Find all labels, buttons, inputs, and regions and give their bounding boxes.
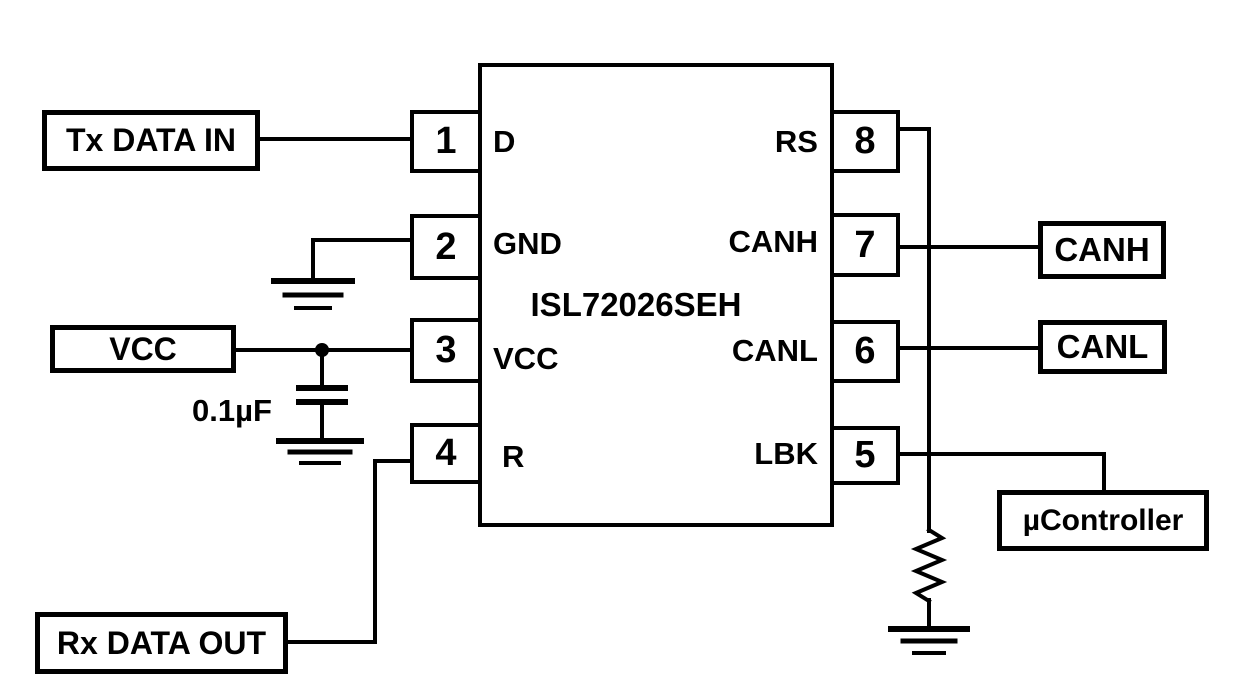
ic-pin-label-r: R — [502, 439, 525, 474]
canh-bus-box: CANH — [1038, 221, 1166, 279]
ic-pin-label-rs: RS — [774, 124, 818, 159]
wire-rxdata-to-pin4 — [286, 459, 416, 644]
ic-pin-label-canl: CANL — [731, 333, 818, 368]
ic-pin-label-gnd: GND — [493, 226, 562, 261]
resistor-symbol — [910, 527, 948, 632]
canl-bus-box: CANL — [1038, 320, 1167, 374]
ground-symbol-pin2 — [271, 278, 355, 310]
pin-box-7: 7 — [830, 213, 900, 277]
pin-box-2: 2 — [410, 214, 482, 280]
capacitor-value-label: 0.1µF — [192, 393, 272, 428]
ic-pin-label-canh: CANH — [728, 224, 818, 259]
ucontroller-box: µController — [997, 490, 1209, 551]
wire-pin2-to-ground — [311, 238, 416, 281]
ic-pin-label-d: D — [493, 124, 516, 159]
ic-part-number: ISL72026SEH — [530, 286, 742, 323]
ic-pin-label-lbk: LBK — [754, 436, 818, 471]
ground-symbol-capacitor — [276, 438, 364, 465]
capacitor-symbol — [296, 350, 348, 442]
ic-pin-label-vcc: VCC — [493, 341, 559, 376]
wire-pin8-to-resistor — [896, 127, 931, 533]
wire-pin5-to-ucontroller — [896, 452, 1106, 494]
ic-body — [478, 63, 834, 527]
pin-box-8: 8 — [830, 110, 900, 173]
pin-box-3: 3 — [410, 318, 482, 383]
rx-data-out-box: Rx DATA OUT — [35, 612, 288, 674]
vcc-supply-box: VCC — [50, 325, 236, 373]
ground-symbol-resistor — [888, 626, 970, 655]
pin-box-4: 4 — [410, 423, 482, 484]
pin-box-1: 1 — [410, 110, 482, 173]
pin-box-6: 6 — [830, 320, 900, 383]
tx-data-in-box: Tx DATA IN — [42, 110, 260, 171]
pin-box-5: 5 — [830, 426, 900, 485]
